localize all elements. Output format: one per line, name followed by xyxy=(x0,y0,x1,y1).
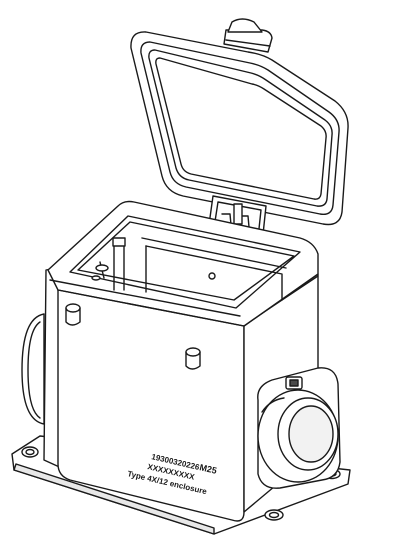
enclosure-body xyxy=(11,200,351,535)
cable-entry-boss xyxy=(257,367,341,489)
thread-size-label: M25 xyxy=(199,462,218,476)
front-boss-left xyxy=(65,303,81,326)
hinged-lid xyxy=(130,18,349,226)
front-boss-right xyxy=(185,347,201,370)
